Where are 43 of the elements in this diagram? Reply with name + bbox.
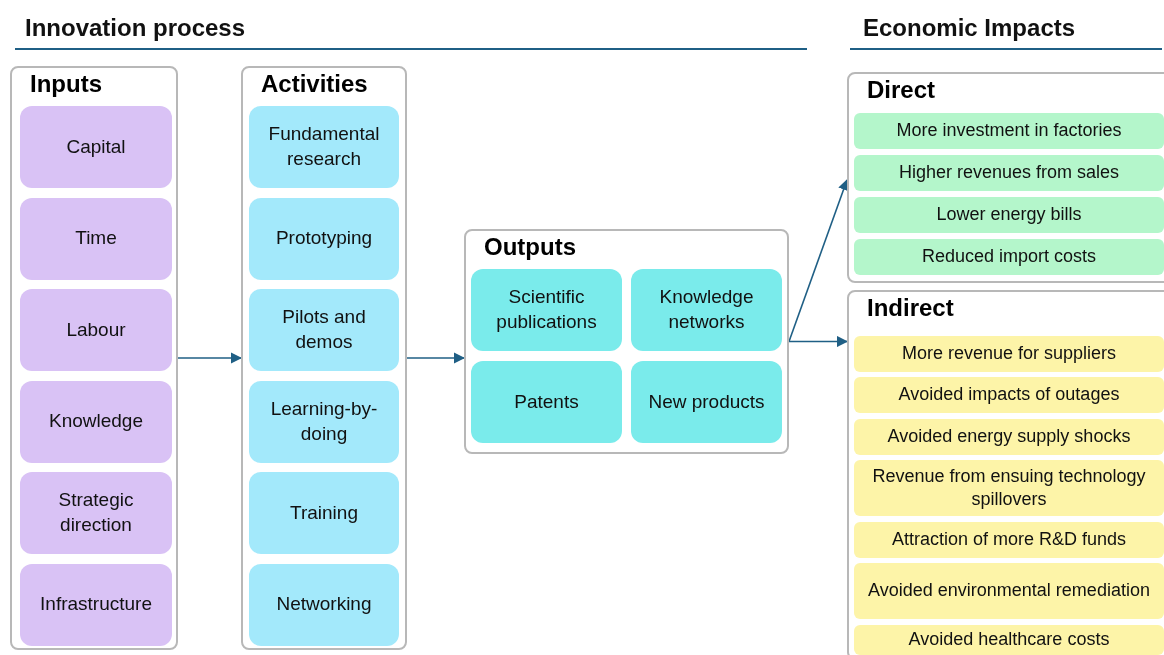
item-card: Attraction of more R&D funds [854, 522, 1164, 558]
item-card: Lower energy bills [854, 197, 1164, 233]
item-card: Time [20, 197, 172, 280]
item-card: Capital [20, 106, 172, 188]
item-card: Scientific publications [471, 269, 622, 351]
arrow [406, 352, 466, 364]
item-card: Training [249, 472, 399, 554]
item-card: Pilots and demos [249, 289, 399, 371]
item-card: Avoided impacts of outages [854, 377, 1164, 413]
item-card: Knowledge networks [631, 269, 782, 351]
group-heading: Outputs [484, 233, 576, 261]
item-card: Revenue from ensuing technology spillovers [854, 460, 1164, 516]
item-card: Networking [249, 563, 399, 646]
item-card: Learning-by-doing [249, 380, 399, 463]
item-card: Infrastructure [20, 563, 172, 646]
arrow [788, 178, 849, 343]
arrow [177, 352, 243, 364]
item-card: Higher revenues from sales [854, 155, 1164, 191]
item-card: Patents [471, 361, 622, 443]
group-panel [847, 290, 1164, 655]
item-card: Strategic direction [20, 472, 172, 554]
arrow [788, 335, 849, 348]
group-panel [241, 66, 407, 650]
group-panel [464, 229, 789, 454]
item-card: Knowledge [20, 380, 172, 463]
group-heading: Inputs [30, 70, 102, 98]
group-heading: Direct [867, 76, 936, 104]
item-card: More investment in factories [854, 113, 1164, 149]
group-heading: Activities [261, 70, 368, 98]
group-panel [847, 72, 1164, 283]
item-card: Reduced import costs [854, 239, 1164, 275]
group-heading: Indirect [867, 294, 954, 322]
item-card: Avoided energy supply shocks [854, 419, 1164, 455]
item-card: Fundamental research [249, 106, 399, 188]
section-heading: Innovation process [25, 14, 246, 42]
item-card: Avoided healthcare costs [854, 625, 1164, 655]
item-card: Avoided environmental remediation [854, 563, 1164, 619]
item-card: Prototyping [249, 197, 399, 280]
item-card: More revenue for suppliers [854, 336, 1164, 372]
item-card: New products [631, 361, 782, 443]
section-heading: Economic Impacts [863, 14, 1076, 42]
item-card: Labour [20, 289, 172, 371]
group-panel [10, 66, 178, 650]
